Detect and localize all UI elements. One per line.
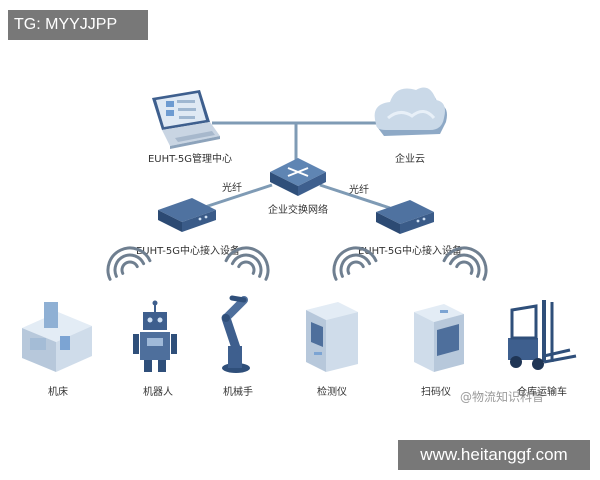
machine-tool-icon (22, 302, 92, 372)
access-right-label: EUHT-5G中心接入设备 (358, 244, 462, 257)
laptop-icon (152, 90, 220, 149)
management-center-label: EUHT-5G管理中心 (148, 152, 232, 165)
scanner-icon (414, 304, 464, 372)
access-device-left-icon (158, 198, 216, 232)
robot-icon (133, 300, 177, 372)
access-device-right-icon (376, 200, 434, 234)
wifi-signal-icon (106, 246, 152, 281)
switch-icon (270, 158, 326, 196)
wifi-signal-icon (224, 246, 270, 281)
watermark: @物流知识科普 (460, 390, 545, 404)
device-label-machine-tool: 机床 (48, 385, 68, 398)
wifi-signal-icon (442, 246, 488, 281)
fiber-right-label: 光纤 (349, 183, 369, 196)
device-label-scanner: 扫码仪 (421, 385, 451, 398)
wifi-signal-icon (332, 246, 378, 281)
tag-overlay: TG: MYYJJPP (8, 10, 148, 40)
switch-label: 企业交换网络 (268, 203, 328, 216)
cloud-icon (374, 87, 447, 136)
link-switch-left-ap (204, 183, 273, 209)
url-overlay: www.heitanggf.com (398, 440, 590, 470)
fiber-left-label: 光纤 (222, 181, 242, 194)
detector-icon (306, 302, 358, 372)
link-switch-right-ap (319, 183, 391, 210)
device-label-robotic-arm: 机械手 (223, 385, 253, 398)
robotic-arm-icon (221, 295, 250, 373)
device-label-detector: 检测仪 (317, 385, 347, 398)
device-label-robot: 机器人 (143, 385, 173, 398)
access-left-label: EUHT-5G中心接入设备 (136, 244, 240, 257)
forklift-icon (508, 300, 577, 370)
cloud-label: 企业云 (395, 152, 425, 165)
device-label-forklift: 仓库运输车 (517, 385, 567, 398)
network-links (204, 121, 391, 210)
